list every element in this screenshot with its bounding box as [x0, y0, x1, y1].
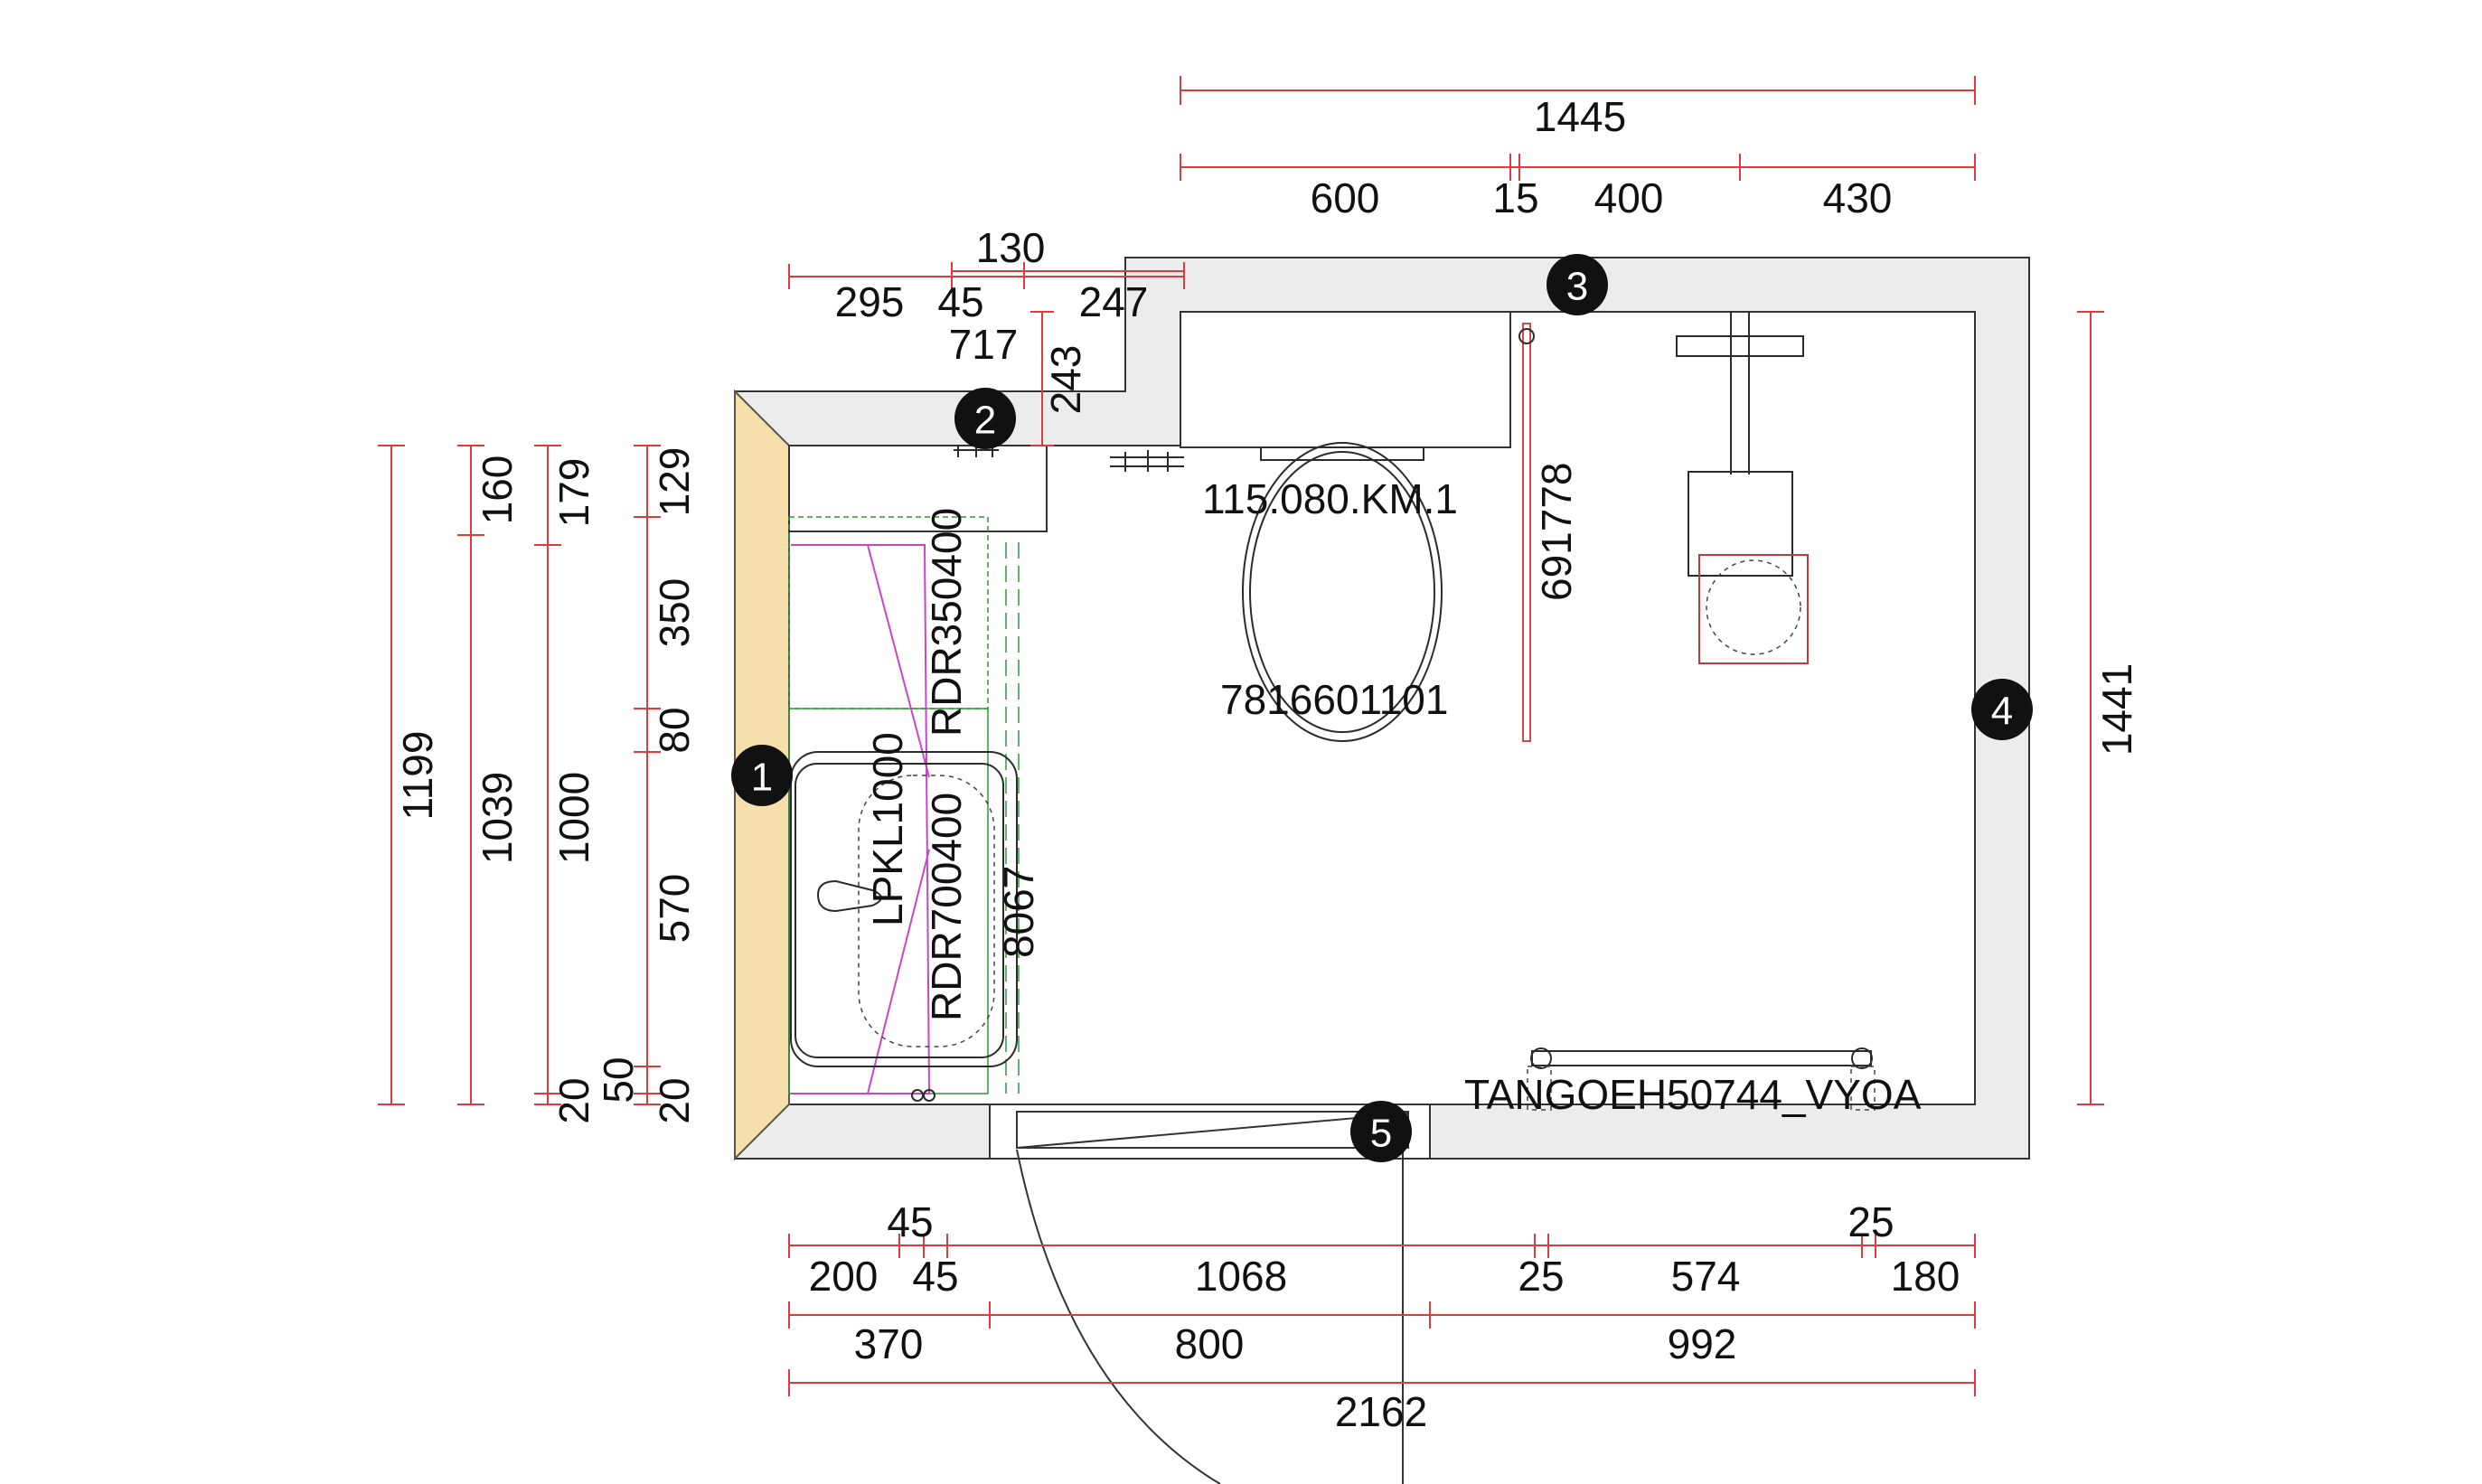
dim-1068: 1068 — [1195, 1253, 1287, 1300]
tap-symbol-right — [1110, 450, 1184, 472]
fixture-labels: 115.080.KM.1 7816601101 691778 RDR350400… — [864, 463, 1922, 1119]
wall-marker-2: 2 — [954, 388, 1016, 449]
radiator — [1531, 1050, 1872, 1066]
dim-350: 350 — [651, 578, 698, 648]
wall-marker-4-label: 4 — [1991, 690, 2013, 734]
dim-25-upper: 25 — [1847, 1198, 1894, 1245]
radiator-valve-right — [1851, 1047, 1873, 1069]
basin-depth-label: 8067 — [995, 866, 1042, 958]
wall-marker-5: 5 — [1350, 1101, 1412, 1162]
basin-outer — [790, 751, 1018, 1067]
shower-drain-circle — [1706, 559, 1801, 655]
wall-marker-5-label: 5 — [1370, 1112, 1392, 1156]
cabinet-lower-label: RDR700400 — [923, 793, 970, 1021]
dim-295: 295 — [835, 278, 905, 325]
shower-tray-outline — [1698, 554, 1809, 664]
top-left-ledge — [788, 445, 1048, 532]
cabinet-upper-label: RDR350400 — [923, 508, 970, 737]
dim-top-15: 15 — [1492, 174, 1538, 221]
dim-160: 160 — [474, 456, 521, 525]
wall-marker-4: 4 — [1971, 679, 2033, 740]
basin-bowl — [858, 775, 995, 1047]
toilet-tank-edge — [1260, 446, 1424, 461]
door-leaf-diagonal — [1016, 1113, 1409, 1149]
dim-80: 80 — [651, 707, 698, 753]
dim-570: 570 — [651, 874, 698, 944]
dim-574: 574 — [1671, 1253, 1741, 1300]
fixtures — [788, 312, 1876, 1111]
wall-marker-2-label: 2 — [974, 399, 996, 443]
wall-markers: 1 2 3 4 5 — [731, 254, 2033, 1162]
radiator-label: TANGOEH50744_VYOA — [1464, 1071, 1922, 1118]
dim-50: 50 — [595, 1057, 642, 1103]
dim-129: 129 — [651, 447, 698, 517]
shower-bar — [1676, 335, 1804, 357]
door-swing-arc — [1016, 1149, 1221, 1484]
dim-top-total: 1445 — [1534, 93, 1626, 140]
dim-992: 992 — [1668, 1320, 1737, 1367]
dim-top-430: 430 — [1823, 174, 1893, 221]
dim-bottom-total: 2162 — [1335, 1388, 1427, 1435]
dim-1000: 1000 — [550, 772, 597, 864]
basin-drain-2 — [911, 1089, 924, 1102]
tap-symbol-left — [954, 443, 999, 457]
dim-130: 130 — [976, 224, 1046, 271]
shower-mixer — [1688, 471, 1793, 577]
wall-marker-1-label: 1 — [751, 756, 773, 800]
radiator-bracket-left — [1527, 1066, 1552, 1111]
shower-glass — [791, 544, 931, 1094]
toilet-bowl — [1242, 442, 1443, 742]
shower-rail — [1522, 323, 1531, 742]
dim-45-upper: 45 — [887, 1198, 933, 1245]
shower-rail-label: 691778 — [1533, 463, 1580, 602]
dim-45-bottom: 45 — [912, 1253, 958, 1300]
dim-180: 180 — [1891, 1253, 1960, 1300]
dim-top-600: 600 — [1311, 174, 1380, 221]
dimension-values: 1445 600 15 400 430 130 295 45 247 717 2… — [394, 93, 2140, 1435]
dim-20-b: 20 — [651, 1077, 698, 1123]
wall-marker-3-label: 3 — [1566, 265, 1588, 309]
dim-20-a: 20 — [550, 1077, 597, 1123]
dim-25-bottom: 25 — [1518, 1253, 1564, 1300]
dimension-lines — [378, 76, 2104, 1396]
dim-1039: 1039 — [474, 772, 521, 864]
dim-717: 717 — [949, 321, 1019, 368]
dim-243: 243 — [1042, 345, 1089, 415]
shower-rail-head — [1518, 328, 1535, 344]
dim-247: 247 — [1079, 278, 1149, 325]
dim-370: 370 — [854, 1320, 924, 1367]
basin-inner — [794, 763, 1004, 1058]
basin-label: LPKL1000 — [864, 732, 911, 926]
dim-1441: 1441 — [2093, 663, 2140, 756]
toilet-model-label: 115.080.KM.1 — [1202, 475, 1458, 522]
toilet-code-label: 7816601101 — [1220, 676, 1448, 723]
cistern-box — [1180, 311, 1511, 448]
dim-800: 800 — [1175, 1320, 1245, 1367]
basin-tap — [816, 879, 882, 913]
radiator-bracket-right — [1850, 1066, 1876, 1111]
dim-200: 200 — [809, 1253, 879, 1300]
toilet-seat-inner — [1249, 451, 1435, 733]
dim-1199: 1199 — [394, 731, 441, 821]
dim-top-400: 400 — [1594, 174, 1664, 221]
wall-marker-1: 1 — [731, 745, 793, 806]
dim-45-top: 45 — [937, 278, 983, 325]
wall-marker-3: 3 — [1547, 254, 1608, 315]
radiator-valve-left — [1530, 1047, 1552, 1069]
dim-179: 179 — [550, 458, 597, 528]
